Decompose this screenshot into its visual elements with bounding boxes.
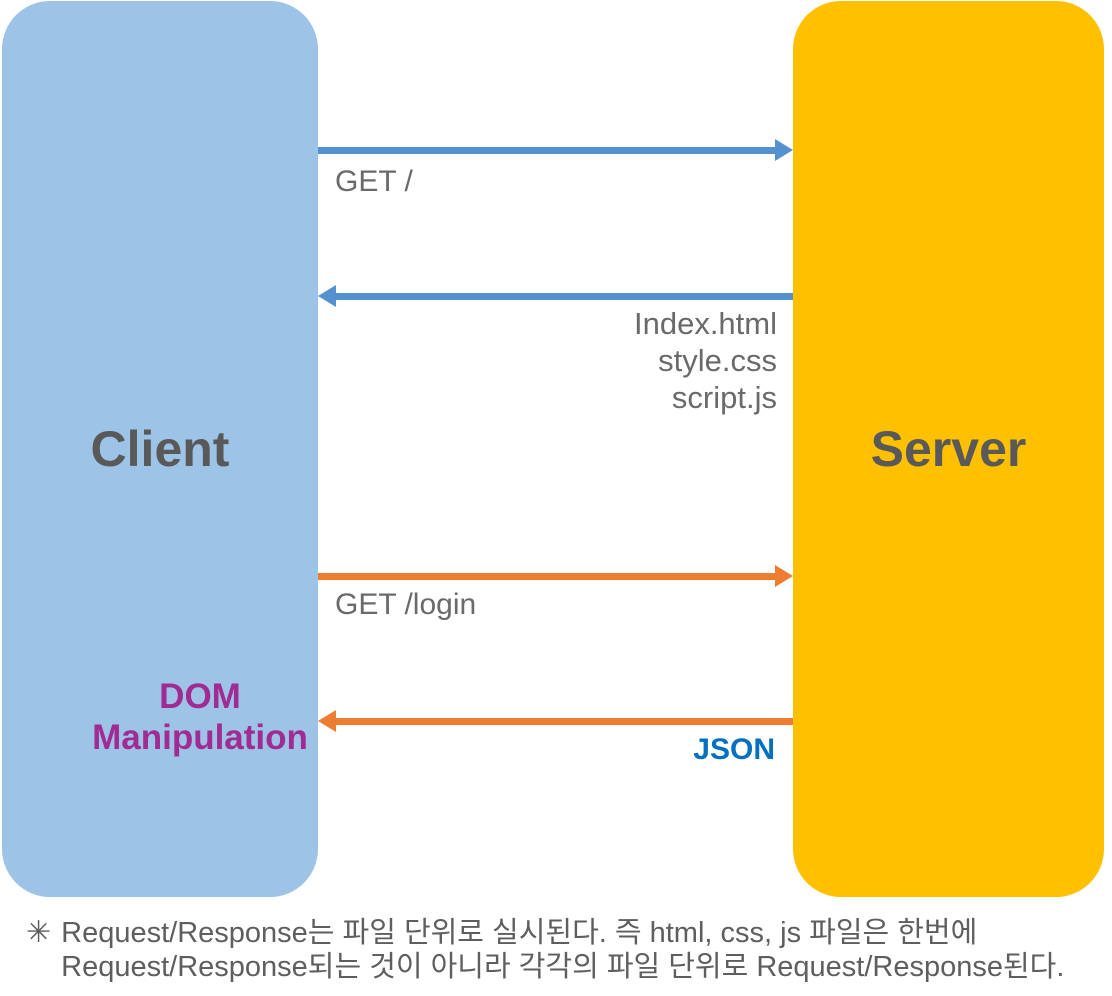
response1-file-1: Index.html — [633, 306, 777, 341]
dom-manipulation-note: DOM Manipulation — [40, 676, 360, 758]
footnote-text: Request/Response는 파일 단위로 실시된다. 즉 html, c… — [61, 916, 1064, 984]
response2-label: JSON — [693, 733, 775, 766]
response2-arrow-shaft — [336, 718, 793, 725]
request2-label: GET /login — [335, 588, 477, 621]
response1-file-3: script.js — [671, 380, 777, 415]
dom-note-line-2: Manipulation — [92, 718, 308, 757]
footnote-line-1: Request/Response는 파일 단위로 실시된다. 즉 html, c… — [61, 917, 978, 949]
request2-arrow-shaft — [318, 573, 776, 580]
request1-arrow-shaft — [318, 147, 776, 154]
request1-label: GET / — [335, 165, 413, 198]
footnote: ✳ Request/Response는 파일 단위로 실시된다. 즉 html,… — [26, 916, 1064, 984]
client-label: Client — [90, 421, 230, 477]
request1-arrowhead-icon — [775, 139, 793, 161]
response1-arrowhead-icon — [318, 285, 336, 307]
footnote-line-2: Request/Response되는 것이 아니라 각각의 파일 단위로 Req… — [61, 951, 1065, 983]
response2-arrowhead-icon — [318, 710, 336, 732]
server-label: Server — [870, 421, 1027, 477]
request2-arrowhead-icon — [775, 565, 793, 587]
response1-arrow-shaft — [336, 293, 793, 300]
client-box: Client — [2, 1, 318, 897]
asterisk-icon: ✳ — [26, 916, 52, 949]
dom-note-line-1: DOM — [159, 677, 241, 716]
response1-label: Index.html style.css script.js — [634, 305, 777, 416]
response1-file-2: style.css — [658, 343, 777, 378]
server-box: Server — [793, 1, 1104, 897]
